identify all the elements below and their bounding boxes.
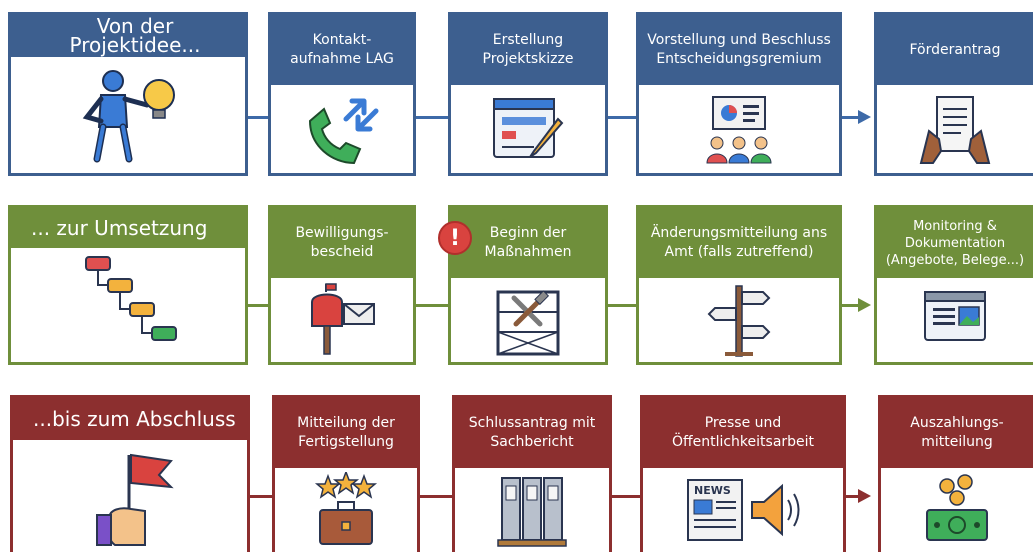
person-idea-icon [82,70,175,163]
stage-title: ...bis zum Abschluss [13,398,247,440]
stage-card-schlussantrag: Schlussantrag mit Sachbericht [452,395,612,552]
stage-card-projektidee: Von der Projektidee... [8,12,248,176]
stage-card-foerderantrag: Förderantrag [874,12,1033,176]
stage-title: Auszahlungs- mitteilung [881,398,1033,468]
arrowhead-icon [858,489,871,503]
row-abschluss: ...bis zum Abschluss Mitteilung der Fert… [0,385,1033,552]
stage-title: Monitoring & Dokumentation (Angebote, Be… [877,208,1033,278]
warning-icon: ! [438,221,472,255]
newspaper-megaphone-icon: NEWS [687,479,800,541]
phone-call-icon [308,98,379,165]
stage-title: Vorstellung und Beschluss Entscheidungsg… [639,15,839,85]
stage-card-bewilligungsbescheid: Bewilligungs- bescheid [268,205,416,365]
stage-title: Beginn der Maßnahmen [451,208,605,278]
signpost-icon [707,285,771,357]
sketch-pencil-icon [493,98,564,158]
money-coins-icon [926,474,988,541]
briefcase-stars-icon [314,472,378,545]
stage-card-presse: Presse und Öffentlichkeitsarbeit NEWS [640,395,846,552]
stage-card-projektskizze: Erstellung Projektskizze [448,12,608,176]
mailbox-icon [311,283,375,355]
stage-title: Bewilligungs- bescheid [271,208,413,278]
stage-title: Förderantrag [877,15,1033,85]
row-projektidee: Von der Projektidee... Kontakt- aufnahme… [0,0,1033,185]
stage-title: Von der Projektidee... [11,15,245,57]
stage-card-aenderungsmitteilung: Änderungsmitteilung ans Amt (falls zutre… [636,205,842,365]
binders-icon [497,477,567,547]
stage-title: Änderungsmitteilung ans Amt (falls zutre… [639,208,839,278]
document-hands-icon [919,96,991,164]
stage-title: Schlussantrag mit Sachbericht [455,398,609,468]
stage-title: Kontakt- aufnahme LAG [271,15,413,85]
hand-flag-icon [96,453,174,546]
browser-window-icon [924,291,986,341]
stage-card-massnahmen: Beginn der Maßnahmen [448,205,608,365]
presentation-audience-icon [706,96,772,164]
stage-card-abschluss: ...bis zum Abschluss [10,395,250,552]
stage-card-auszahlung: Auszahlungs- mitteilung [878,395,1033,552]
stage-card-fertigstellung: Mitteilung der Fertigstellung [272,395,420,552]
stage-title: Presse und Öffentlichkeitsarbeit [643,398,843,468]
stage-card-umsetzung: ... zur Umsetzung [8,205,248,365]
row-umsetzung: ... zur Umsetzung Bewilligungs- bescheid [0,195,1033,375]
newspaper-label: NEWS [694,484,731,497]
stage-card-entscheidungsgremium: Vorstellung und Beschluss Entscheidungsg… [636,12,842,176]
arrowhead-icon [858,110,871,124]
tools-scaffold-icon [496,290,560,356]
arrowhead-icon [858,298,871,312]
flowchart-steps-icon [85,256,177,341]
stage-card-monitoring: Monitoring & Dokumentation (Angebote, Be… [874,205,1033,365]
stage-title: Mitteilung der Fertigstellung [275,398,417,468]
stage-title: Erstellung Projektskizze [451,15,605,85]
stage-title: ... zur Umsetzung [11,208,245,248]
stage-card-kontaktaufnahme: Kontakt- aufnahme LAG [268,12,416,176]
